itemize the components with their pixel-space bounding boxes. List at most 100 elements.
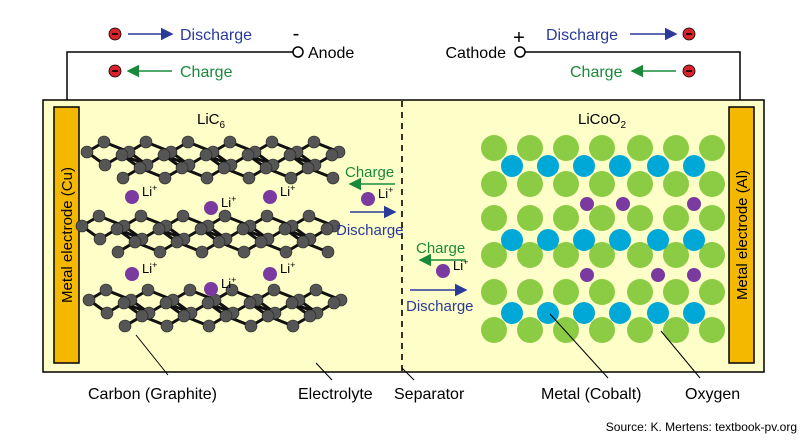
oxygen-atom — [589, 171, 615, 197]
carbon-atom — [302, 209, 316, 223]
lithium-ion-charge: + — [463, 257, 468, 267]
carbon-atom — [92, 209, 106, 223]
discharge-label: Discharge — [546, 27, 618, 44]
carbon-atom — [225, 283, 239, 297]
lithium-ion-dot — [687, 268, 701, 282]
carbon-atom — [128, 235, 142, 249]
oxygen-atom — [663, 317, 689, 343]
lithium-ion-charge: + — [290, 260, 295, 270]
carbon-leader-line — [135, 334, 169, 376]
oxygen-atom — [553, 317, 579, 343]
cathode-terminal — [514, 46, 526, 58]
oxygen-atom — [553, 205, 579, 231]
lithium-ion-charge: + — [231, 194, 236, 204]
carbon-atom — [199, 148, 213, 162]
carbon-atom — [244, 319, 258, 333]
carbon-atom — [116, 171, 130, 185]
oxygen-atom — [699, 242, 725, 268]
cobalt-atom — [647, 229, 669, 251]
carbon-atom — [177, 309, 191, 323]
lithium-ion-dot — [263, 190, 277, 204]
cobalt-atom — [647, 155, 669, 177]
oxygen-atom — [699, 135, 725, 161]
carbon-atom — [201, 296, 215, 310]
separator-label: Separator — [394, 386, 465, 403]
anode-material-label: LiC6 — [197, 111, 226, 131]
lithium-ion-dot — [436, 264, 450, 278]
carbon-atom — [301, 161, 315, 175]
oxygen-atom — [699, 279, 725, 305]
lithium-ion-dot — [125, 190, 139, 204]
carbon-atom — [259, 161, 273, 175]
cobalt-atom — [683, 302, 705, 324]
lithium-ion-charge: + — [152, 183, 157, 193]
middle-charge-label: Charge — [345, 164, 394, 181]
carbon-atom — [236, 222, 250, 236]
oxygen-atom — [517, 242, 543, 268]
oxygen-atom — [553, 279, 579, 305]
oxygen-atom — [481, 135, 507, 161]
lithium-ion-charge: + — [231, 275, 236, 285]
cathode-charge-indicator: Charge — [570, 64, 696, 81]
oxygen-atom — [589, 242, 615, 268]
carbon-atom — [285, 296, 299, 310]
lithium-ion-dot — [580, 197, 594, 211]
oxygen-atom — [553, 171, 579, 197]
oxygen-atom — [663, 279, 689, 305]
oxygen-atom — [589, 205, 615, 231]
cathode-label: Cathode — [446, 45, 507, 62]
oxygen-atom — [481, 205, 507, 231]
carbon-atom — [194, 222, 208, 236]
cobalt-atom — [609, 155, 631, 177]
carbon-atom — [267, 283, 281, 297]
carbon-atom — [175, 161, 189, 175]
carbon-atom — [326, 171, 340, 185]
carbon-atom — [159, 296, 173, 310]
carbon-atom — [261, 309, 275, 323]
graphite-sheet — [75, 209, 341, 259]
graphite-sheet — [80, 135, 346, 185]
carbon-atom — [135, 309, 149, 323]
carbon-atom — [141, 283, 155, 297]
carbon-atom — [80, 145, 94, 159]
metal-label: Metal (Cobalt) — [541, 386, 641, 403]
oxygen-atom — [517, 279, 543, 305]
oxygen-atom — [663, 205, 689, 231]
anode-label: Anode — [308, 45, 354, 62]
anode-discharge-indicator: Discharge — [108, 27, 252, 44]
carbon-atom — [82, 293, 96, 307]
oxygen-atom — [517, 317, 543, 343]
oxygen-atom — [589, 317, 615, 343]
source-credit: Source: K. Mertens: textbook-pv.org — [606, 420, 797, 434]
carbon-atom — [286, 319, 300, 333]
lithium-ion-dot — [204, 282, 218, 296]
carbon-atom — [152, 222, 166, 236]
carbon-atom — [200, 171, 214, 185]
charge-label: Charge — [570, 64, 623, 81]
oxygen-leader-line — [660, 330, 701, 379]
right-electrode-label: Metal electrode (Al) — [734, 170, 751, 300]
carbon-atom — [237, 245, 251, 259]
oxygen-atom — [589, 135, 615, 161]
carbon-atom — [195, 245, 209, 259]
carbon-atom — [100, 306, 114, 320]
carbon-atom — [278, 222, 292, 236]
carbon-atom — [303, 309, 317, 323]
graphite-sheet — [82, 283, 348, 333]
cobalt-atom — [537, 155, 559, 177]
carbon-atom — [170, 235, 184, 249]
oxygen-atom — [663, 242, 689, 268]
lithium-ion-charge: + — [152, 260, 157, 270]
carbon-atom — [218, 209, 232, 223]
electrolyte-charge-indicator: Charge Discharge — [336, 164, 404, 239]
anode-terminal — [292, 46, 304, 58]
carbon-atom — [260, 209, 274, 223]
separator-leader-line — [401, 367, 415, 381]
oxygen-atom — [589, 279, 615, 305]
graphite-layers — [75, 135, 348, 333]
oxygen-atom — [699, 317, 725, 343]
cathode-wire — [522, 51, 741, 107]
carbon-atom — [111, 245, 125, 259]
carbon-atom — [176, 209, 190, 223]
carbon-atom — [99, 283, 113, 297]
